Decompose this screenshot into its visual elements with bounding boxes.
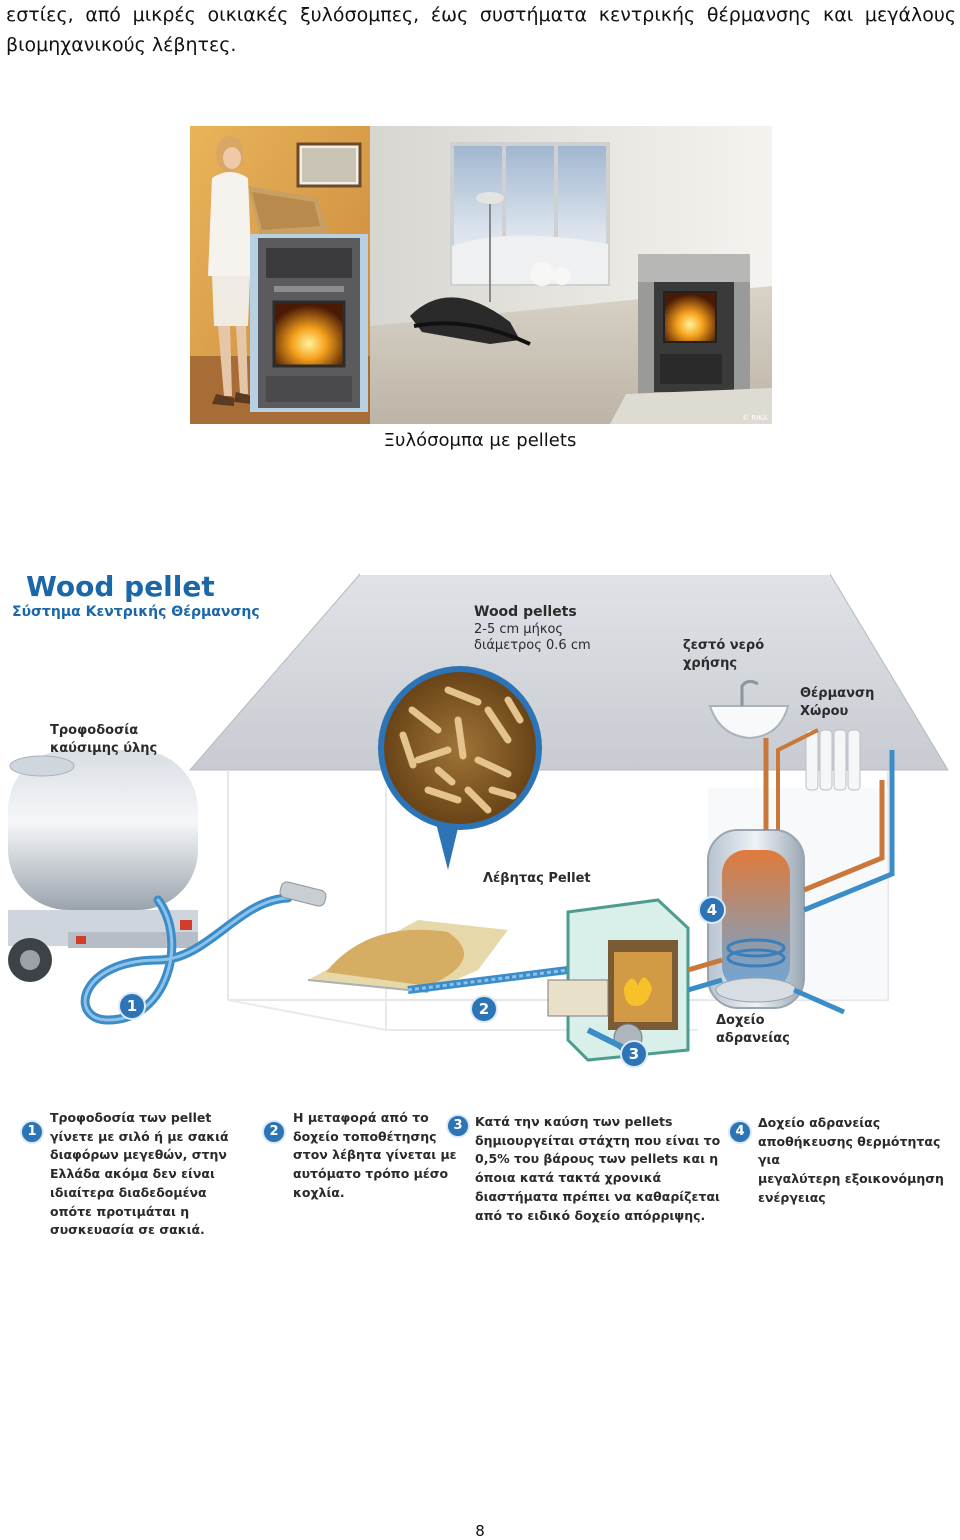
badge-4: 4 (698, 896, 726, 924)
step-3-text: Κατά την καύση των pellets δημιουργείται… (475, 1113, 720, 1225)
step-1-text: Τροφοδοσία των pellet γίνετε με σιλό ή μ… (50, 1109, 229, 1240)
step-2-badge: 2 (262, 1120, 286, 1144)
label-buffer-tank: Δοχείο αδρανείας (716, 1012, 790, 1048)
label-pellets-diameter: διάμετρος 0.6 cm (474, 637, 591, 655)
intro-paragraph: εστίες, από μικρές οικιακές ξυλόσομπες, … (6, 0, 956, 60)
intro-line-1: εστίες, από μικρές οικιακές ξυλόσομπες, … (6, 0, 956, 30)
label-space-heating: Θέρμανση Χώρου (800, 685, 874, 721)
photo-caption: Ξυλόσομπα με pellets (0, 430, 960, 451)
diagram-subtitle: Σύστημα Κεντρικής Θέρμανσης (12, 604, 260, 620)
label-hot-water: ζεστό νερό χρήσης (683, 637, 764, 673)
badge-2: 2 (470, 995, 498, 1023)
label-pellets-title: Wood pellets (474, 603, 577, 621)
intro-line-2: βιομηχανικούς λέβητες. (6, 34, 236, 56)
step-2-text: Η μεταφορά από το δοχείο τοποθέτησης στο… (293, 1109, 457, 1203)
page-number: 8 (0, 1522, 960, 1540)
badge-3: 3 (620, 1040, 648, 1068)
pellet-stove-photo: © RIKA (190, 126, 772, 424)
step-4-text: Δοχείο αδρανείας αποθήκευσης θερμότητας … (758, 1114, 960, 1208)
label-feed: Τροφοδοσία καύσιμης ύλης (50, 722, 157, 758)
photo-watermark: © RIKA (742, 414, 768, 422)
badge-1: 1 (118, 992, 146, 1020)
label-boiler: Λέβητας Pellet (483, 870, 591, 888)
diagram-title: Wood pellet (26, 570, 215, 603)
step-4-badge: 4 (728, 1120, 752, 1144)
step-1-badge: 1 (20, 1120, 44, 1144)
step-3-badge: 3 (446, 1114, 470, 1138)
